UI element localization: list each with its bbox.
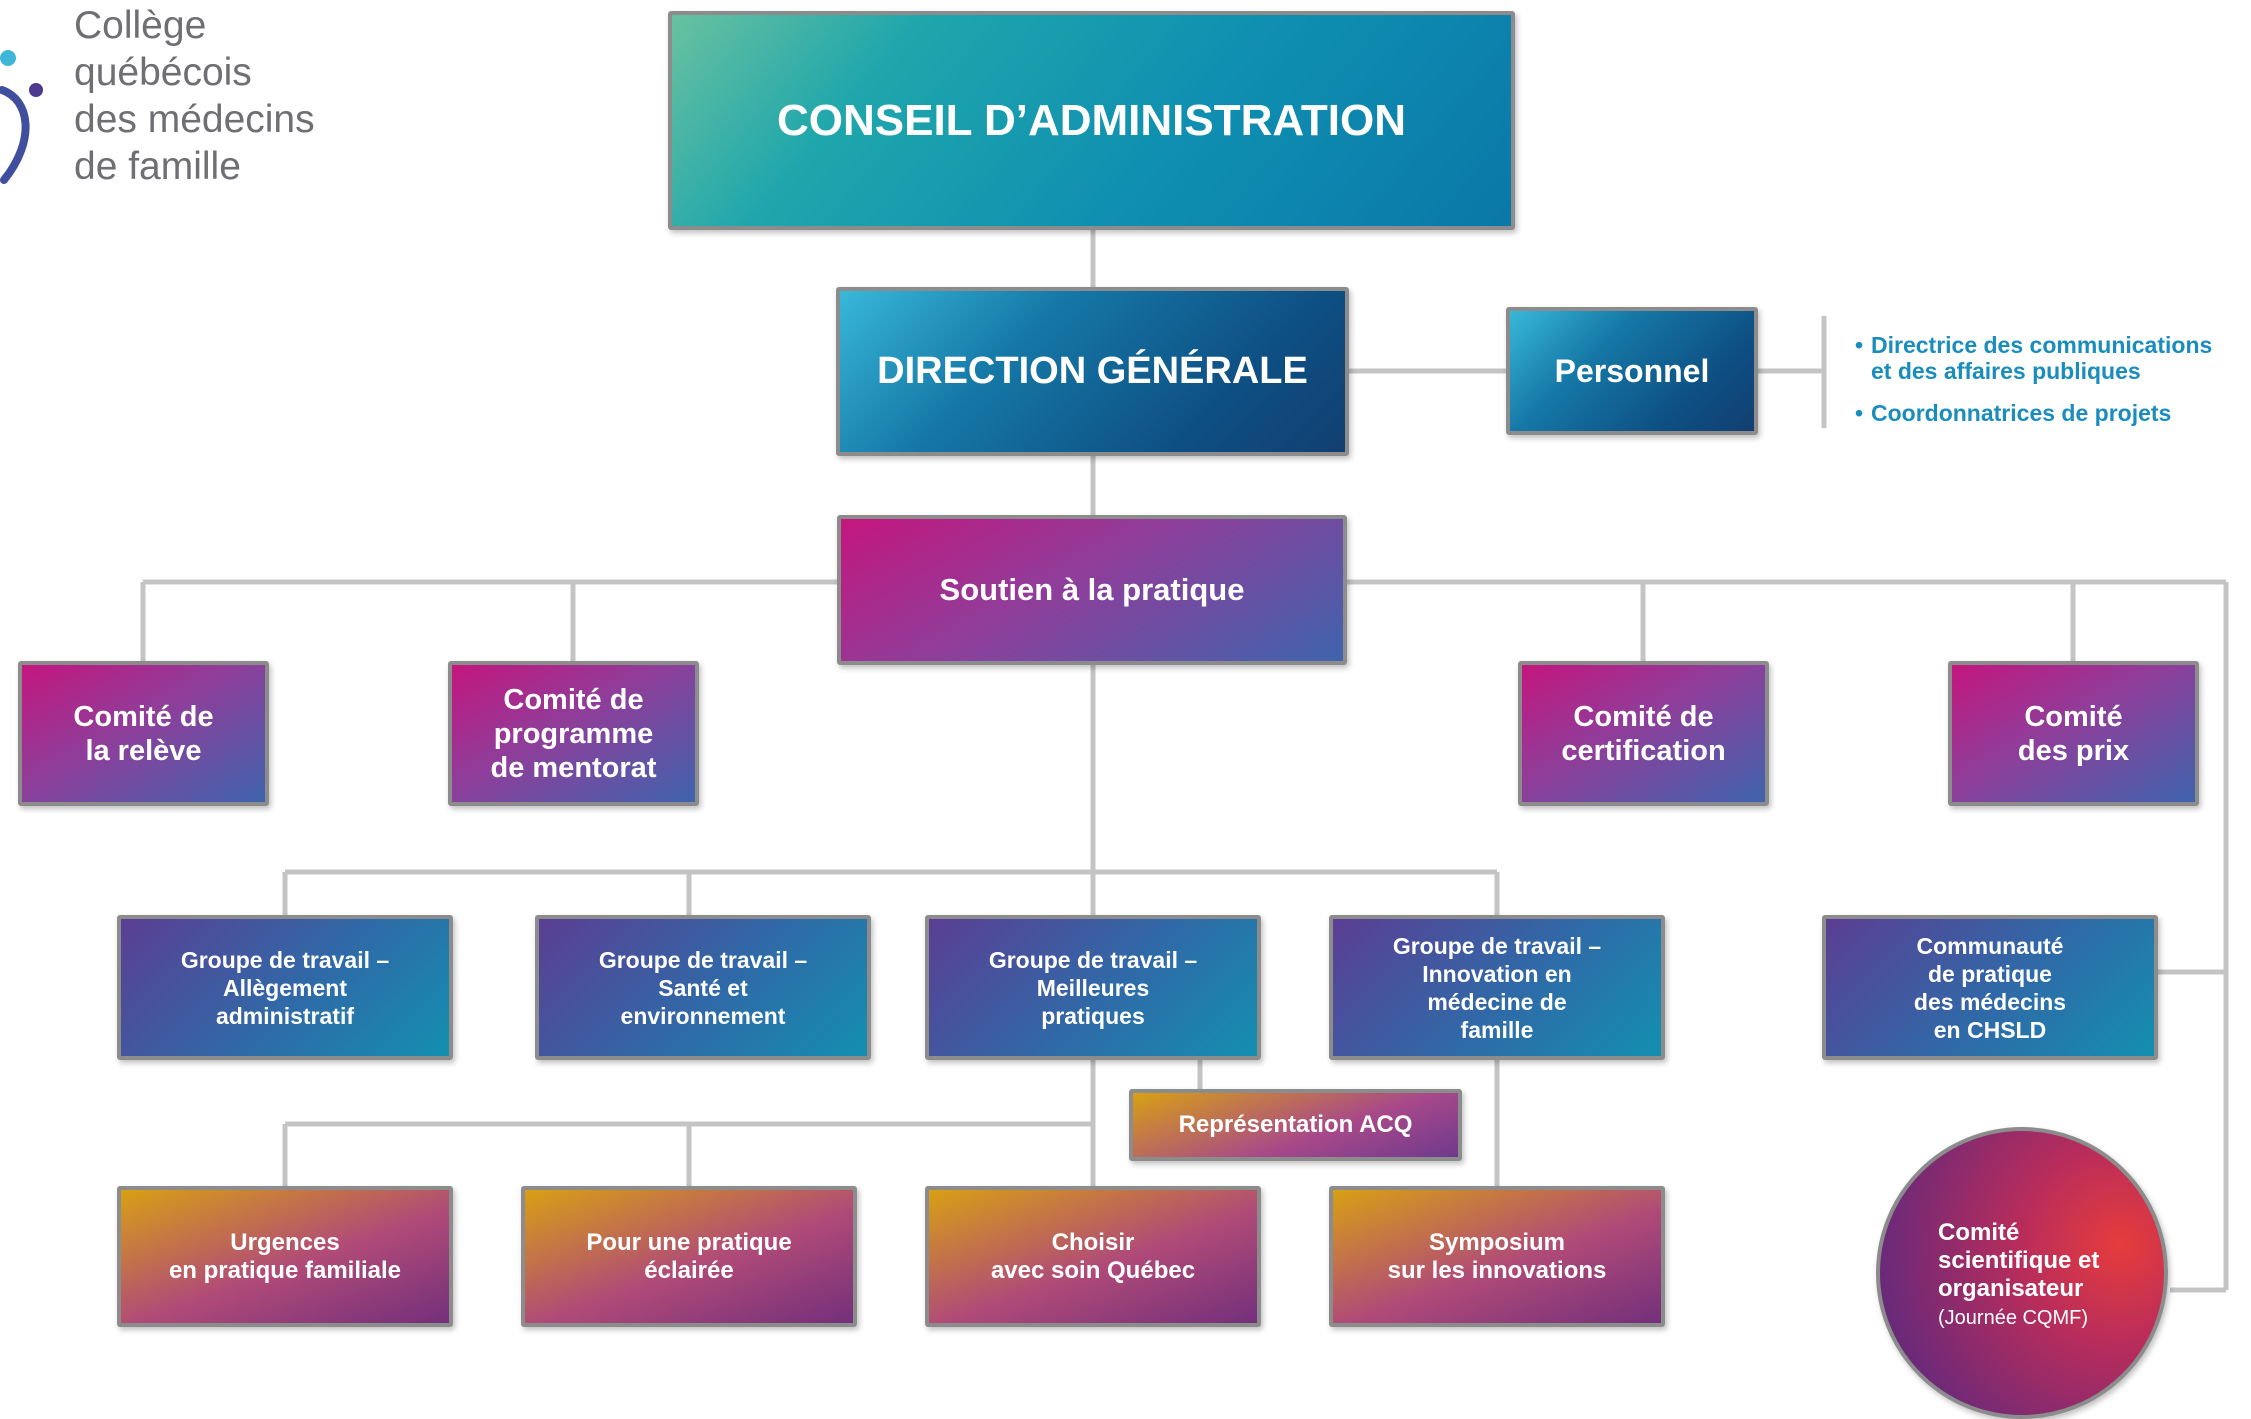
- staff-member-label: Directrice des communications et des aff…: [1871, 332, 2213, 384]
- committee-label: Comité de certification: [1561, 700, 1726, 767]
- project-label: Urgences en pratique familiale: [168, 1228, 402, 1284]
- committee-box: Comité de la relève: [18, 661, 269, 806]
- project-box: Urgences en pratique familiale: [117, 1186, 453, 1327]
- scientific-committee-circle: Comité scientifique et organisateur (Jou…: [1876, 1127, 2168, 1419]
- direction-label: DIRECTION GÉNÉRALE: [877, 350, 1308, 392]
- working-group-box: Groupe de travail – Allègement administr…: [117, 915, 453, 1060]
- committee-box: Comité des prix: [1948, 661, 2199, 806]
- community-box: Communauté de pratique des médecins en C…: [1822, 915, 2158, 1060]
- staff-member-item: • Directrice des communications et des a…: [1855, 332, 2212, 384]
- committee-label: Comité des prix: [2017, 700, 2130, 767]
- committee-label: Comité de la relève: [73, 700, 214, 767]
- project-box: Choisir avec soin Québec: [925, 1186, 1261, 1327]
- committee-box: Comité de certification: [1518, 661, 1769, 806]
- committee-label: Comité de programme de mentorat: [490, 683, 657, 784]
- direction-box: DIRECTION GÉNÉRALE: [836, 287, 1349, 456]
- working-group-label: Groupe de travail – Santé et environneme…: [598, 946, 808, 1029]
- support-box: Soutien à la pratique: [837, 515, 1347, 665]
- project-label: Choisir avec soin Québec: [990, 1228, 1196, 1284]
- project-box: Symposium sur les innovations: [1329, 1186, 1665, 1327]
- bullet-icon: •: [1855, 332, 1864, 358]
- working-group-label: Groupe de travail – Innovation en médeci…: [1392, 932, 1602, 1043]
- project-label: Pour une pratique éclairée: [586, 1228, 792, 1284]
- board-label: CONSEIL D’ADMINISTRATION: [776, 95, 1407, 145]
- project-box: Pour une pratique éclairée: [521, 1186, 857, 1327]
- working-group-label: Groupe de travail – Meilleures pratiques: [988, 946, 1198, 1029]
- staff-member-item: • Coordonnatrices de projets: [1855, 400, 2212, 426]
- representation-label: Représentation ACQ: [1178, 1111, 1413, 1138]
- staff-members-list: • Directrice des communications et des a…: [1855, 332, 2212, 442]
- staff-member-label: Coordonnatrices de projets: [1871, 400, 2172, 426]
- bullet-icon: •: [1855, 400, 1864, 426]
- staff-label: Personnel: [1554, 352, 1710, 389]
- representation-box: Représentation ACQ: [1129, 1089, 1462, 1161]
- working-group-box: Groupe de travail – Innovation en médeci…: [1329, 915, 1665, 1060]
- staff-box: Personnel: [1506, 307, 1758, 435]
- working-group-box: Groupe de travail – Santé et environneme…: [535, 915, 871, 1060]
- logo-text: Collège québécois des médecins de famill…: [74, 4, 315, 188]
- board-box: CONSEIL D’ADMINISTRATION: [668, 11, 1515, 230]
- working-group-box: Groupe de travail – Meilleures pratiques: [925, 915, 1261, 1060]
- logo-mark-icon: [0, 50, 43, 184]
- community-label: Communauté de pratique des médecins en C…: [1913, 932, 2067, 1043]
- committee-box: Comité de programme de mentorat: [448, 661, 699, 806]
- scientific-committee-label: Comité scientifique et organisateur: [1938, 1219, 2100, 1302]
- project-label: Symposium sur les innovations: [1387, 1228, 1607, 1284]
- working-group-label: Groupe de travail – Allègement administr…: [180, 946, 390, 1029]
- support-label: Soutien à la pratique: [939, 572, 1245, 607]
- scientific-committee-sublabel: (Journée CQMF): [1938, 1307, 2089, 1329]
